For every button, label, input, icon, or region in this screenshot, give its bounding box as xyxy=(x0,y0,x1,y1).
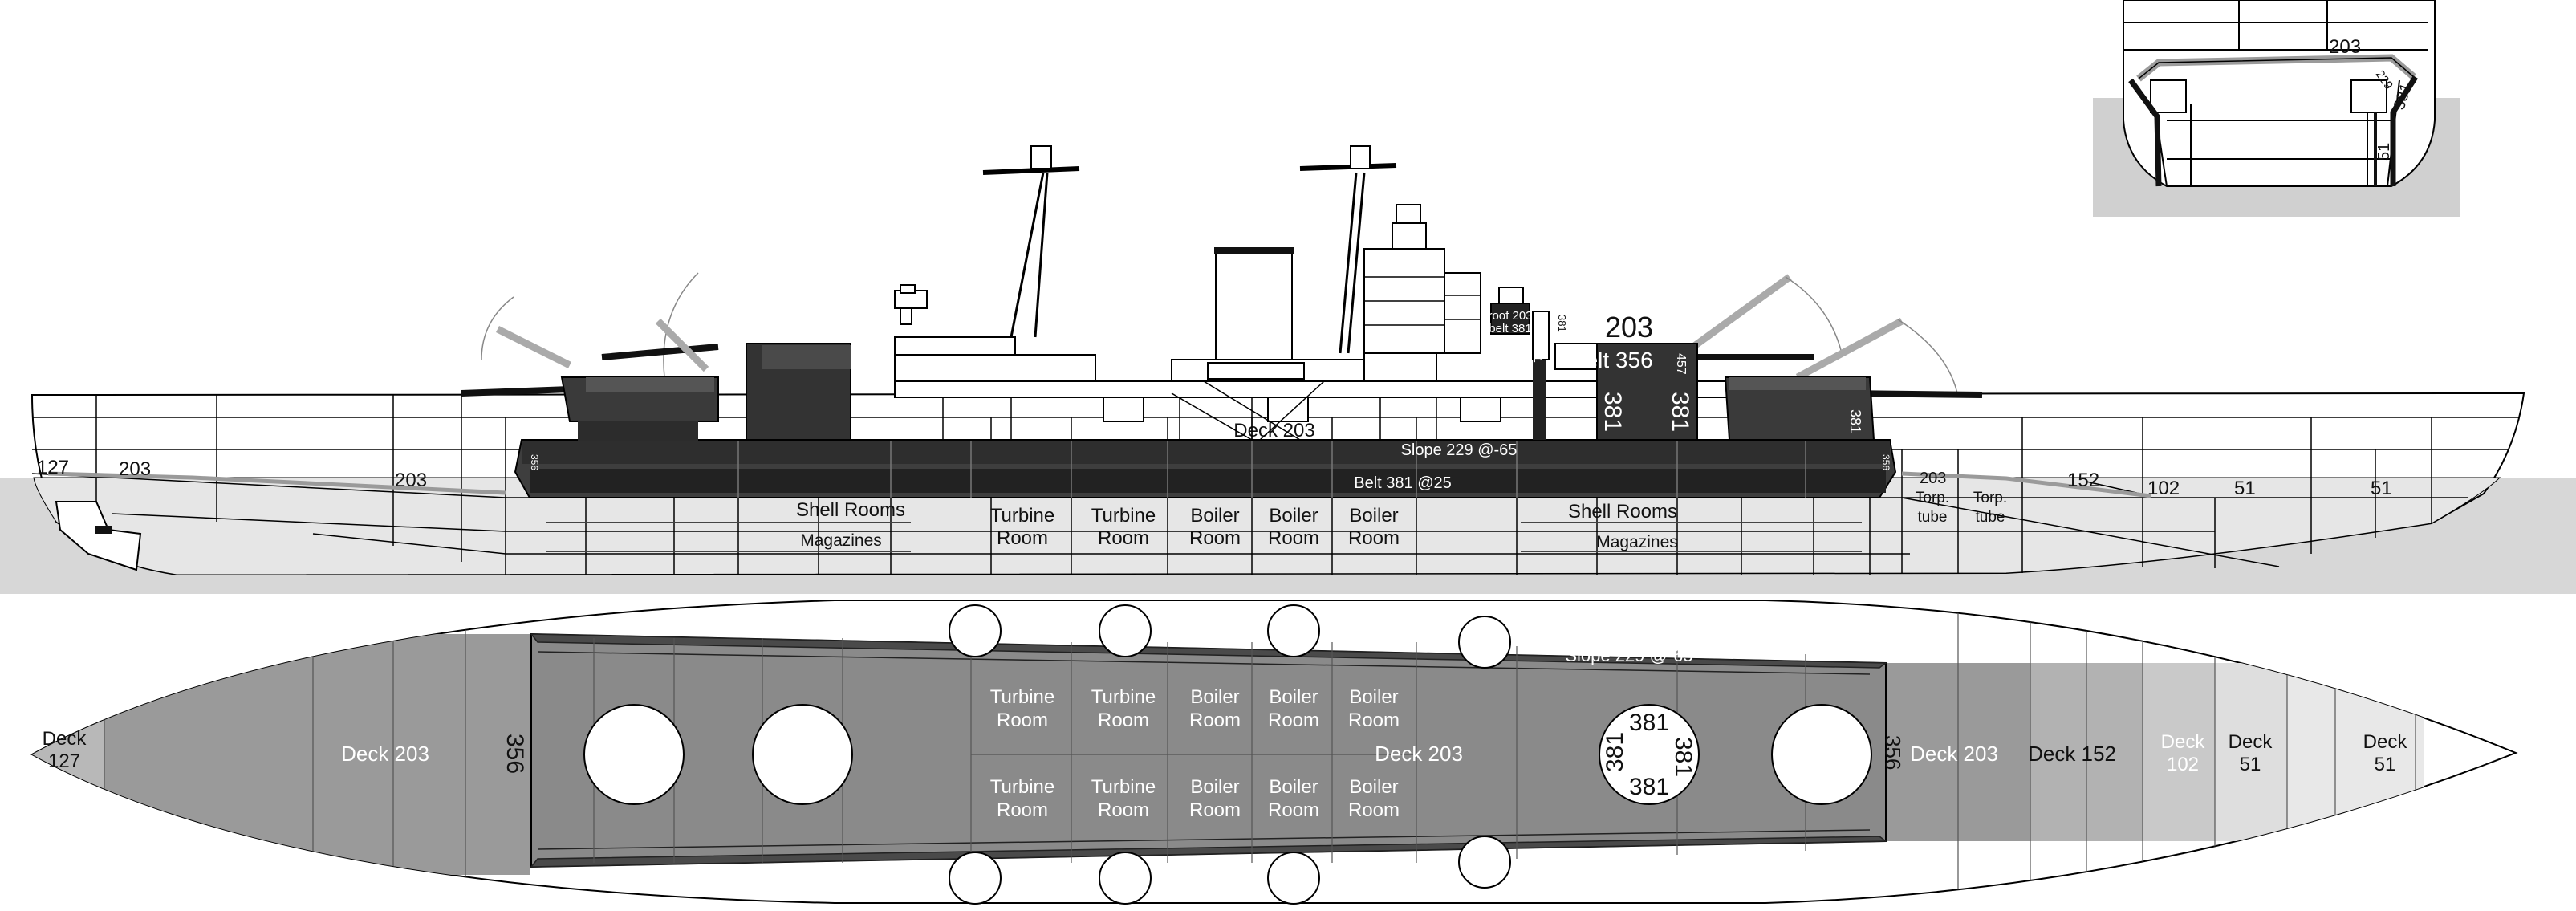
tower-roof-label: roof 203 xyxy=(1488,309,1532,323)
citadel-belt-label: Belt 381 @25 xyxy=(1354,474,1452,492)
section-belt-armor xyxy=(2128,78,2162,187)
barbette-y-plan xyxy=(1771,704,1872,805)
barbette-top-label: 203 xyxy=(1605,311,1653,344)
barbette-b-plan xyxy=(752,704,853,805)
magazines-aft: Magazines xyxy=(1596,533,1678,551)
plan-deck-203-aft-label: Deck 203 xyxy=(1910,742,1998,766)
boat-3 xyxy=(1460,397,1501,422)
magazines-fwd: Magazines xyxy=(800,531,882,550)
barbette-a-plan xyxy=(583,704,685,805)
hull-51-b-label: 51 xyxy=(2371,478,2392,499)
citadel-deck-label: Deck 203 xyxy=(1233,420,1314,441)
plan-bulkhead-fwd: 356 xyxy=(502,734,528,774)
hull-203-aft-label: 203 xyxy=(1920,470,1946,487)
boat-1 xyxy=(1103,397,1144,422)
barbette-381-a: 381 xyxy=(1599,392,1626,432)
barbette-mark-left: 381 xyxy=(1602,732,1628,772)
aft-director xyxy=(1392,222,1427,250)
hull-203-fwd-label: 203 xyxy=(395,470,427,491)
barbette-x xyxy=(1596,343,1698,441)
plan-deck-102 xyxy=(2143,663,2215,841)
barbette-mark-top: 381 xyxy=(1629,710,1669,736)
torpedo-tube-2: Torp.tube xyxy=(1973,490,2007,526)
hull-152-label: 152 xyxy=(2067,470,2099,491)
section-deck-label: 203 xyxy=(2329,36,2361,58)
citadel-end-left: 356 xyxy=(529,454,540,470)
secondary-mounts xyxy=(949,604,1511,905)
section-bulkhead-label: 51 xyxy=(2375,143,2393,161)
barbette-381-b: 381 xyxy=(1667,392,1693,432)
hull-51-a-label: 51 xyxy=(2234,478,2256,499)
barbette-457-label: 457 xyxy=(1674,353,1688,375)
stern-deck-armor xyxy=(1901,471,2151,498)
barbette-mark-right: 381 xyxy=(1670,737,1696,777)
hull-102-label: 102 xyxy=(2147,478,2180,499)
bow-deck-armor xyxy=(47,471,506,495)
funnel xyxy=(1215,250,1293,360)
torpedo-tube-1: Torp.tube xyxy=(1916,490,1949,526)
plan-slope-label: Slope 229 @-65 xyxy=(1565,645,1692,665)
conning-tower xyxy=(1490,303,1530,335)
plan-deck-152-label: Deck 152 xyxy=(2028,742,2116,766)
plan-belt-fwd: 381 xyxy=(863,622,887,638)
barbette-x-plan xyxy=(1599,704,1700,805)
citadel-slope-band xyxy=(522,441,1890,464)
barbette-belt-label: belt 356 xyxy=(1573,348,1653,372)
citadel-end-right: 356 xyxy=(1880,454,1891,470)
profile-view: Slope 229 @-65 Belt 381 @25 Deck 203 356… xyxy=(0,145,2576,594)
conning-tower-tube xyxy=(1533,360,1546,440)
fore-mast xyxy=(1010,172,1045,338)
bow-bulb xyxy=(55,501,142,571)
plan-deck-51-a xyxy=(2215,663,2287,841)
shell-rooms-aft: Shell Rooms xyxy=(1568,501,1677,523)
midship-section: 203 229 381 51 xyxy=(2093,0,2460,217)
deckhouse-fwd xyxy=(894,354,1096,382)
shell-rooms-fwd: Shell Rooms xyxy=(796,499,905,521)
tower-side-381: 381 xyxy=(1532,345,1544,363)
hull-127-label: 127 xyxy=(37,457,69,478)
plan-deck-203-fwd-label: Deck 203 xyxy=(341,742,429,766)
plan-deck-203-aft xyxy=(1878,663,2030,841)
citadel-belt-band xyxy=(530,469,1886,493)
plan-bulkhead-aft: 356 xyxy=(1881,735,1905,770)
plan-belt-aft: 381 xyxy=(1529,637,1553,653)
main-mast xyxy=(1347,172,1366,354)
section-hull xyxy=(2123,0,2436,187)
tower-belt-label: belt 381 xyxy=(1489,322,1531,336)
barbette-mark-bottom: 381 xyxy=(1629,774,1669,800)
plan-belt-mid: 381 xyxy=(1194,626,1218,642)
svg-text:381: 381 xyxy=(1556,315,1568,332)
plan-deck-203-mid-label: Deck 203 xyxy=(1375,742,1463,766)
citadel-slope-label: Slope 229 @-65 xyxy=(1401,441,1518,459)
turret-y-381: 381 xyxy=(1847,409,1863,433)
hull-203-bow-label: 203 xyxy=(119,458,151,480)
